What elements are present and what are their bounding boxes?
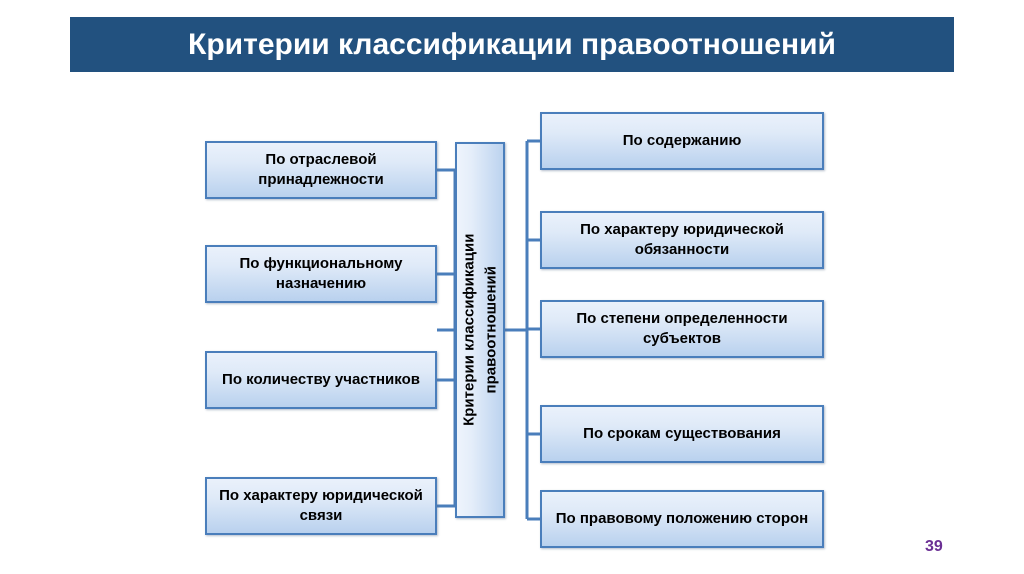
node-left-branch-2[interactable]: По функциональному назначению [205,245,437,303]
node-left-branch-4[interactable]: По характеру юридической связи [205,477,437,535]
node-left-branch-3[interactable]: По количеству участников [205,351,437,409]
node-left-branch-4-label: По характеру юридической связи [219,486,423,524]
node-right-branch-3[interactable]: По степени определенности субъектов [540,300,824,358]
node-center-root-label-wrap: Критерии классификации правоотношений [458,234,502,426]
node-center-root-label-line2: правоотношений [482,266,500,394]
node-right-branch-4-label: По срокам существования [583,424,781,442]
node-left-branch-3-label: По количеству участников [222,370,420,388]
node-right-branch-1-label: По содержанию [622,131,742,149]
page-title: Критерии классификации правоотношений [188,27,836,61]
node-right-branch-2-label: По характеру юридической обязанности [580,220,784,258]
node-right-branch-2[interactable]: По характеру юридической обязанности [540,211,824,269]
node-right-branch-1[interactable]: По содержанию [540,112,824,170]
node-left-branch-2-label: По функциональному назначению [239,254,403,292]
page-number: 39 [925,538,943,555]
node-left-branch-1-label: По отраслевой принадлежности [258,150,384,188]
node-right-branch-3-label: По степени определенности субъектов [576,309,788,347]
node-right-branch-5[interactable]: По правовому положению сторон [540,490,824,548]
node-left-branch-1[interactable]: По отраслевой принадлежности [205,141,437,199]
node-center-root-label-line1: Критерии классификации [460,233,478,427]
node-right-branch-5-label: По правовому положению сторон [555,509,809,527]
node-right-branch-4[interactable]: По срокам существования [540,405,824,463]
slide-title-bar: Критерии классификации правоотношений [70,17,954,72]
node-center-root[interactable]: Критерии классификации правоотношений [455,142,505,518]
